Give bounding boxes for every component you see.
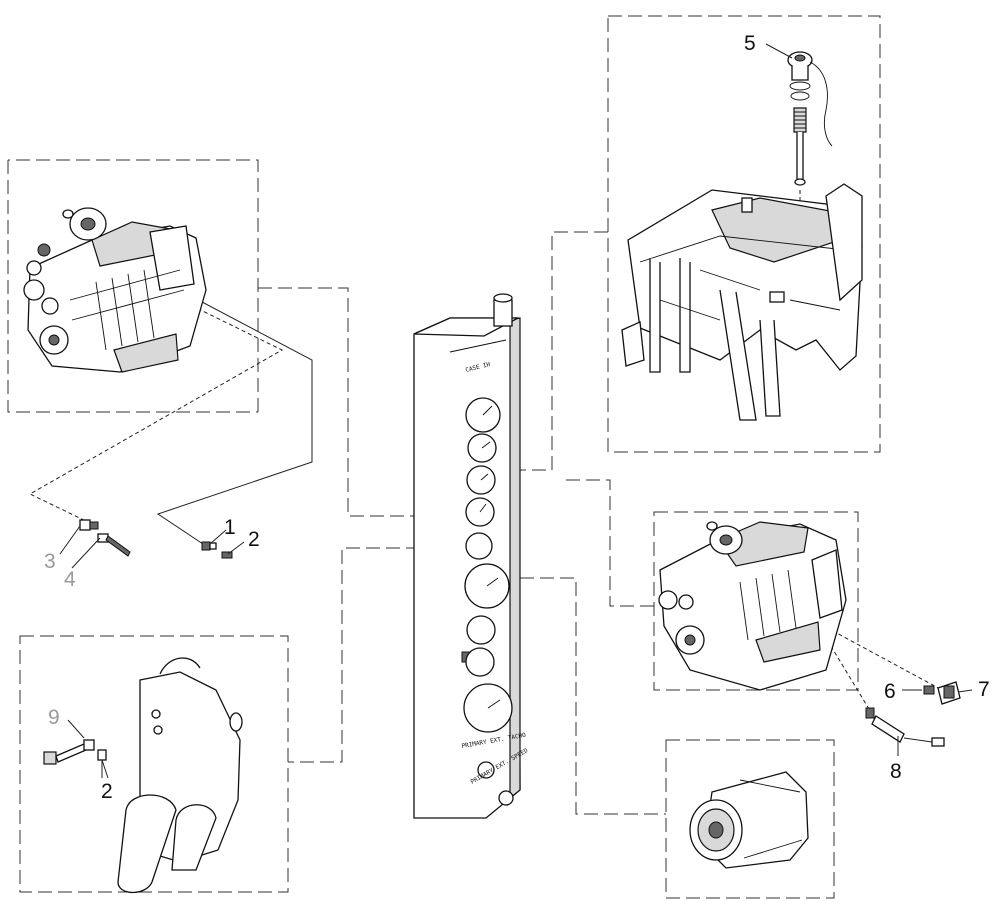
frame-illustration [621,183,863,421]
group-box-frame-top-right [607,15,881,453]
callout-1: 1 [224,516,236,539]
group-box-pump-bottom-left [19,635,289,893]
callout-8: 8 [890,760,902,783]
part-1-fitting[interactable] [201,541,217,551]
callout-6: 6 [884,680,896,703]
part-6-adapter[interactable] [923,685,935,695]
alternator-illustration [689,771,809,869]
part-2-fitting-top[interactable] [221,551,233,559]
callout-2-bottom: 2 [101,780,113,803]
part-8-temperature-sensor[interactable] [865,707,945,747]
callout-4: 4 [64,568,76,591]
engine-left-illustration [23,207,207,373]
callout-5: 5 [744,32,756,55]
panel-gauges [461,397,514,806]
callout-7: 7 [978,678,990,701]
part-7-sender[interactable] [937,681,961,705]
pump-illustration [117,657,243,894]
part-3-sender[interactable] [79,519,99,531]
dipstick-illustration [787,51,833,240]
callout-3: 3 [44,550,56,573]
group-box-alternator-bottom-right [665,739,835,899]
engine-right-illustration [658,521,847,691]
group-box-engine-left [7,159,259,413]
part-9-temperature-sensor[interactable] [43,739,95,765]
part-2-fitting-bottom[interactable] [97,749,107,778]
instrument-panel[interactable]: CASE IH PRIMARY EXT. TACHO PRIMARY EXT. … [413,293,530,819]
group-leaders [258,231,666,815]
callout-2-top: 2 [248,528,260,551]
part-4-sensor-lead[interactable] [97,533,131,557]
callout-leaders [59,43,973,779]
callout-9: 9 [48,706,60,729]
